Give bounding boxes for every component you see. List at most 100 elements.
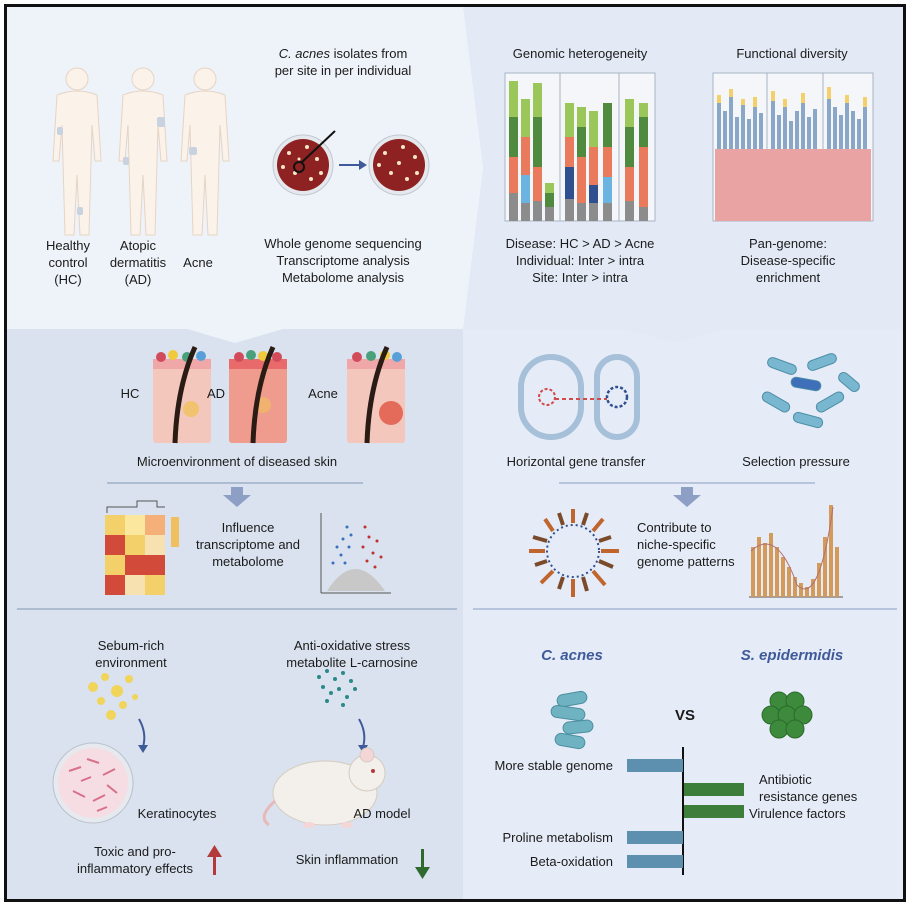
- down-notch-left: [187, 329, 283, 343]
- skin-inflammation-label: Skin inflammation: [295, 852, 399, 867]
- sampling-site-marks: [57, 117, 197, 215]
- s-epidermidis-cluster-icon: [761, 691, 813, 739]
- c-acnes-title: C. acnes: [541, 647, 603, 664]
- feature-virulence: Virulence factors: [749, 806, 846, 821]
- skin-hc-icon: [153, 345, 211, 444]
- group-hc-line-3: (HC): [54, 272, 82, 287]
- circular-genome-icon: [529, 509, 619, 597]
- down-arrow-icon-left: [223, 487, 251, 507]
- isolates-title-rest: isolates from: [330, 46, 408, 61]
- toxic-line-1: Toxic and pro-: [94, 844, 176, 859]
- functional-line-1: Pan-genome:: [748, 236, 828, 251]
- influence-line-3: metabolome: [212, 554, 284, 569]
- keratinocyte-dish-icon: [52, 742, 134, 824]
- toxic-line-2: inflammatory effects: [76, 861, 194, 876]
- method-metabolome: Metabolome analysis: [281, 270, 405, 285]
- feature-stable-genome: More stable genome: [494, 758, 613, 773]
- method-wgs: Whole genome sequencing: [264, 236, 422, 251]
- microenvironment-label: Microenvironment of diseased skin: [136, 454, 338, 469]
- c-acnes-cluster-icon: [550, 690, 594, 750]
- method-transcriptome: Transcriptome analysis: [276, 253, 410, 268]
- isolates-title-line-2: per site in per individual: [274, 63, 412, 78]
- functional-line-2: Disease-specific: [740, 253, 836, 268]
- group-ad-line-2: dermatitis: [109, 255, 167, 270]
- vs-label: VS: [674, 707, 695, 724]
- group-ad-line-3: (AD): [124, 272, 152, 287]
- toxic-label: Toxic and pro- inflammatory effects: [65, 843, 205, 877]
- bar-antibiotic: [684, 783, 744, 796]
- sebum-line-2: environment: [95, 655, 167, 670]
- skin-ad-icon: [229, 345, 287, 444]
- finding-site: Site: Inter > intra: [532, 270, 628, 285]
- keratinocytes-label: Keratinocytes: [137, 806, 217, 821]
- bar-virulence: [684, 805, 744, 818]
- functional-line-3: enrichment: [755, 270, 821, 285]
- bar-proline: [627, 831, 683, 844]
- comparison-bars: [627, 759, 744, 868]
- volcano-plot-icon: [320, 513, 391, 594]
- contribute-label: Contribute to niche-specific genome patt…: [637, 519, 747, 570]
- genomic-findings: Disease: HC > AD > Acne Individual: Inte…: [485, 235, 675, 286]
- influence-line-2: transcriptome and: [195, 537, 301, 552]
- group-acne-label: Acne: [183, 255, 213, 270]
- feature-proline: Proline metabolism: [502, 830, 613, 845]
- influence-label: Influence transcriptome and metabolome: [185, 519, 311, 570]
- antibiotic-line-2: resistance genes: [759, 789, 858, 804]
- functional-findings: Pan-genome: Disease-specific enrichment: [723, 235, 853, 286]
- antibiotic-line-1: Antibiotic: [759, 772, 812, 787]
- bacteria-icon: [761, 353, 860, 429]
- genomic-title: Genomic heterogeneity: [512, 46, 648, 61]
- skin-ad-label: AD: [206, 386, 226, 401]
- group-hc-label: Healthy control (HC): [37, 237, 99, 288]
- isolates-title: C. acnes isolates from per site in per i…: [243, 45, 443, 79]
- petri-dish-colonies-icon: [368, 134, 430, 196]
- antiox-line-2: metabolite L-carnosine: [286, 655, 418, 670]
- sebum-line-1: Sebum-rich: [97, 638, 165, 653]
- finding-disease: Disease: HC > AD > Acne: [505, 236, 655, 251]
- antiox-line-1: Anti-oxidative stress: [293, 638, 411, 653]
- bar-stable-genome: [627, 759, 683, 772]
- contribute-line-2: niche-specific: [637, 537, 716, 552]
- antioxidative-label: Anti-oxidative stress metabolite L-carno…: [267, 637, 437, 671]
- figure-frame: C. acnes isolates from per site in per i…: [4, 4, 906, 902]
- skin-acne-label: Acne: [308, 386, 338, 401]
- petri-dish-icon: [272, 130, 336, 196]
- hgt-icon: [518, 354, 640, 440]
- isolates-species: C. acnes: [278, 46, 330, 61]
- group-hc-line-1: Healthy: [45, 238, 91, 253]
- arrow-up-icon: [207, 845, 222, 875]
- heatmap-icon: [105, 500, 179, 595]
- group-ad-line-1: Atopic: [119, 238, 157, 253]
- feature-antibiotic: Antibiotic resistance genes: [759, 771, 879, 805]
- functional-bars-chart: [712, 72, 874, 222]
- functional-title: Functional diversity: [736, 46, 848, 61]
- mouse-icon: [262, 747, 386, 828]
- contribute-line-1: Contribute to: [637, 520, 712, 535]
- illustration-layer: [17, 7, 897, 879]
- curved-arrow-icon-left: [138, 718, 146, 748]
- curved-arrow-icon-right: [358, 718, 366, 748]
- histogram-icon: [749, 505, 843, 598]
- finding-individual: Individual: Inter > intra: [515, 253, 645, 268]
- arrow-down-icon: [415, 849, 430, 879]
- genomic-bars-chart: [504, 72, 656, 222]
- feature-beta-oxidation: Beta-oxidation: [529, 854, 613, 869]
- s-epidermidis-title: S. epidermidis: [740, 647, 844, 664]
- skin-hc-label: HC: [120, 386, 140, 401]
- bar-beta-oxidation: [627, 855, 683, 868]
- sebum-droplets-icon: [88, 673, 138, 720]
- skin-acne-icon: [347, 345, 405, 444]
- chevron-right-shape: [463, 7, 483, 329]
- group-ad-label: Atopic dermatitis (AD): [101, 237, 175, 288]
- carnosine-molecules-icon: [317, 669, 357, 707]
- selection-label: Selection pressure: [742, 454, 850, 469]
- hgt-label: Horizontal gene transfer: [506, 454, 646, 469]
- ad-model-label: AD model: [353, 806, 411, 821]
- methods-list: Whole genome sequencing Transcriptome an…: [243, 235, 443, 286]
- down-arrow-icon-right: [673, 487, 701, 507]
- down-notch-right: [623, 329, 727, 343]
- human-figures-icon: [52, 67, 230, 236]
- group-hc-line-2: control: [48, 255, 88, 270]
- influence-line-1: Influence: [221, 520, 275, 535]
- contribute-line-3: genome patterns: [637, 554, 735, 569]
